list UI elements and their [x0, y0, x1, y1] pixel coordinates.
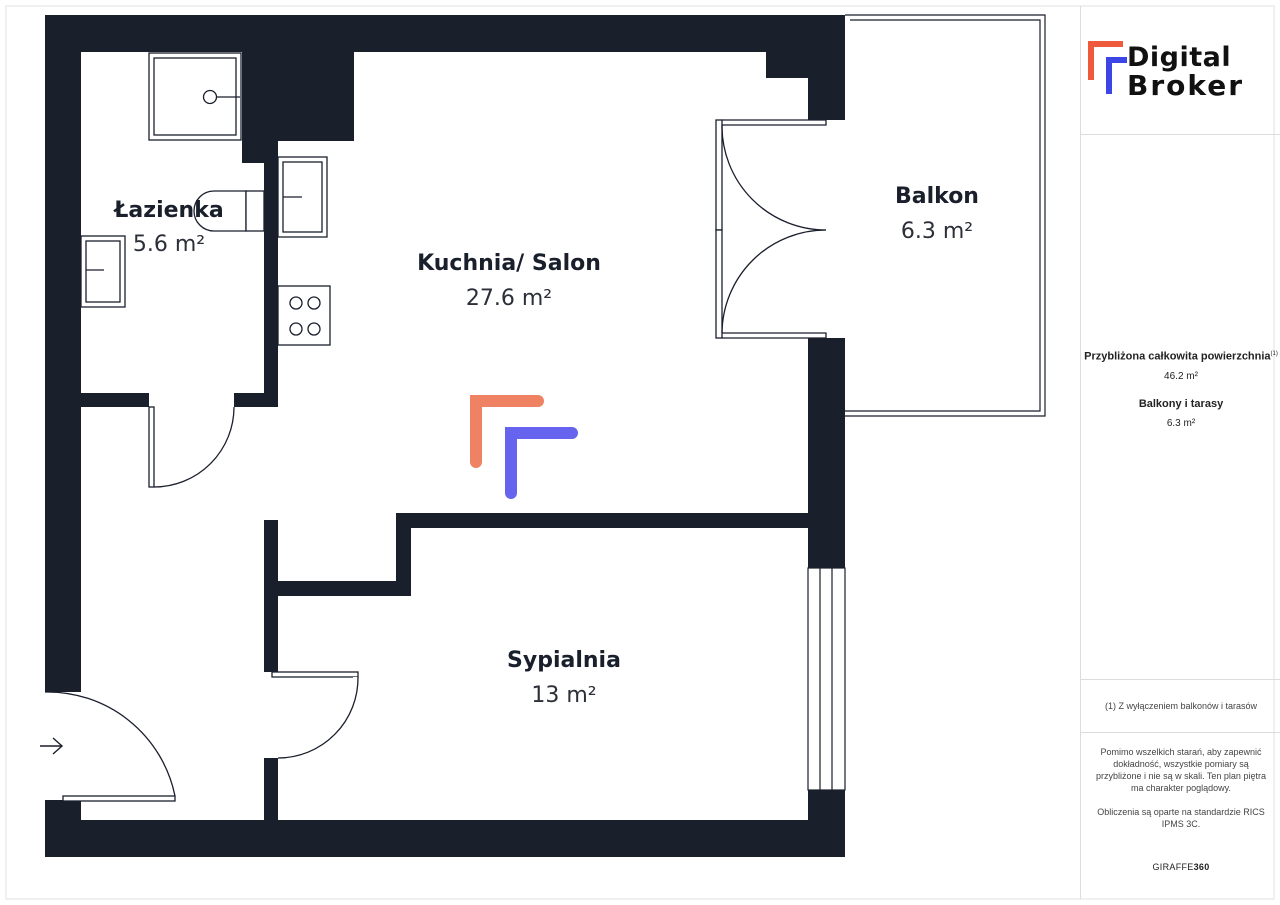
bedroom-window — [807, 567, 846, 791]
balcony-door — [715, 119, 827, 339]
wall-bedroom-notch — [396, 513, 411, 596]
wall-right-lower — [808, 790, 845, 857]
doors — [44, 119, 827, 802]
credit: GIRAFFE360 — [1081, 862, 1280, 872]
wall-bedroom-left-lower — [264, 758, 278, 857]
credit-suffix: 360 — [1193, 862, 1210, 872]
footnote: (1) Z wyłączeniem balkonów i tarasów — [1081, 679, 1280, 733]
balcony-area: 6.3 m² — [901, 219, 973, 244]
disclaimer-standard: Obliczenia są oparte na standardzie RICS… — [1097, 807, 1265, 829]
brand-logo: Digital Broker — [1081, 6, 1280, 135]
balcony-name: Balkon — [895, 184, 979, 209]
bathroom-area: 5.6 m² — [133, 232, 205, 257]
balcony-outline — [845, 14, 1046, 417]
area-summary: Przybliżona całkowita powierzchnia(1) 46… — [1081, 346, 1280, 431]
shower-tray — [148, 52, 242, 141]
cooktop-icon — [277, 285, 331, 346]
brand-line1: Digital — [1127, 42, 1232, 73]
shaft-block-lower — [242, 15, 278, 163]
page-frame — [5, 5, 1275, 900]
kitchen-sink-icon — [277, 156, 328, 238]
total-area-label: Przybliżona całkowita powierzchnia(1) — [1081, 346, 1280, 366]
wall-bathroom-right — [264, 141, 278, 407]
watermark-logo-icon — [470, 395, 578, 499]
credit-prefix: GIRAFFE — [1152, 862, 1194, 872]
wall-bedroom-top — [396, 513, 808, 528]
bedroom-door — [271, 671, 359, 759]
kitchen-living-area: 27.6 m² — [466, 286, 552, 311]
wall-bedroom-left — [264, 520, 278, 672]
wall-bedroom-step — [264, 581, 411, 596]
entrance-door — [44, 691, 176, 802]
bathroom-door — [148, 406, 235, 488]
total-area-marker: (1) — [1270, 351, 1278, 357]
bedroom-name: Sypialnia — [507, 648, 621, 673]
total-area-value: 46.2 m² — [1164, 370, 1198, 382]
wall-left — [45, 15, 81, 692]
kitchen-living-name: Kuchnia/ Salon — [417, 251, 601, 276]
entrance-arrow-icon — [40, 737, 64, 755]
bathroom-sink-icon — [80, 235, 126, 308]
disclaimer-accuracy: Pomimo wszelkich starań, aby zapewnić do… — [1096, 747, 1266, 793]
wall-top — [45, 15, 845, 52]
info-sidebar: Digital Broker Przybliżona całkowita pow… — [1080, 6, 1280, 899]
corner-pillar — [808, 15, 845, 120]
wall-right — [808, 338, 845, 568]
bathroom-name: Łazienka — [113, 198, 223, 223]
wall-bathroom-bottom-right — [234, 393, 278, 407]
brand-line2: Broker — [1127, 69, 1245, 102]
digital-broker-logo-icon — [1088, 41, 1127, 94]
bedroom-area: 13 m² — [531, 683, 596, 708]
brand-wordmark: Digital Broker — [1127, 44, 1244, 100]
balcony-area-label: Balkony i tarasy — [1138, 397, 1224, 410]
wall-bathroom-bottom-left — [81, 393, 149, 407]
walls — [45, 15, 845, 857]
wall-bottom — [45, 820, 845, 857]
toilet-icon — [193, 190, 265, 232]
shower-drain-icon — [202, 89, 218, 105]
total-area-label-text: Przybliżona całkowita powierzchnia — [1084, 350, 1271, 363]
disclaimer: Pomimo wszelkich starań, aby zapewnić do… — [1091, 746, 1271, 830]
fixtures — [80, 52, 331, 346]
balcony-area-value: 6.3 m² — [1166, 417, 1196, 429]
